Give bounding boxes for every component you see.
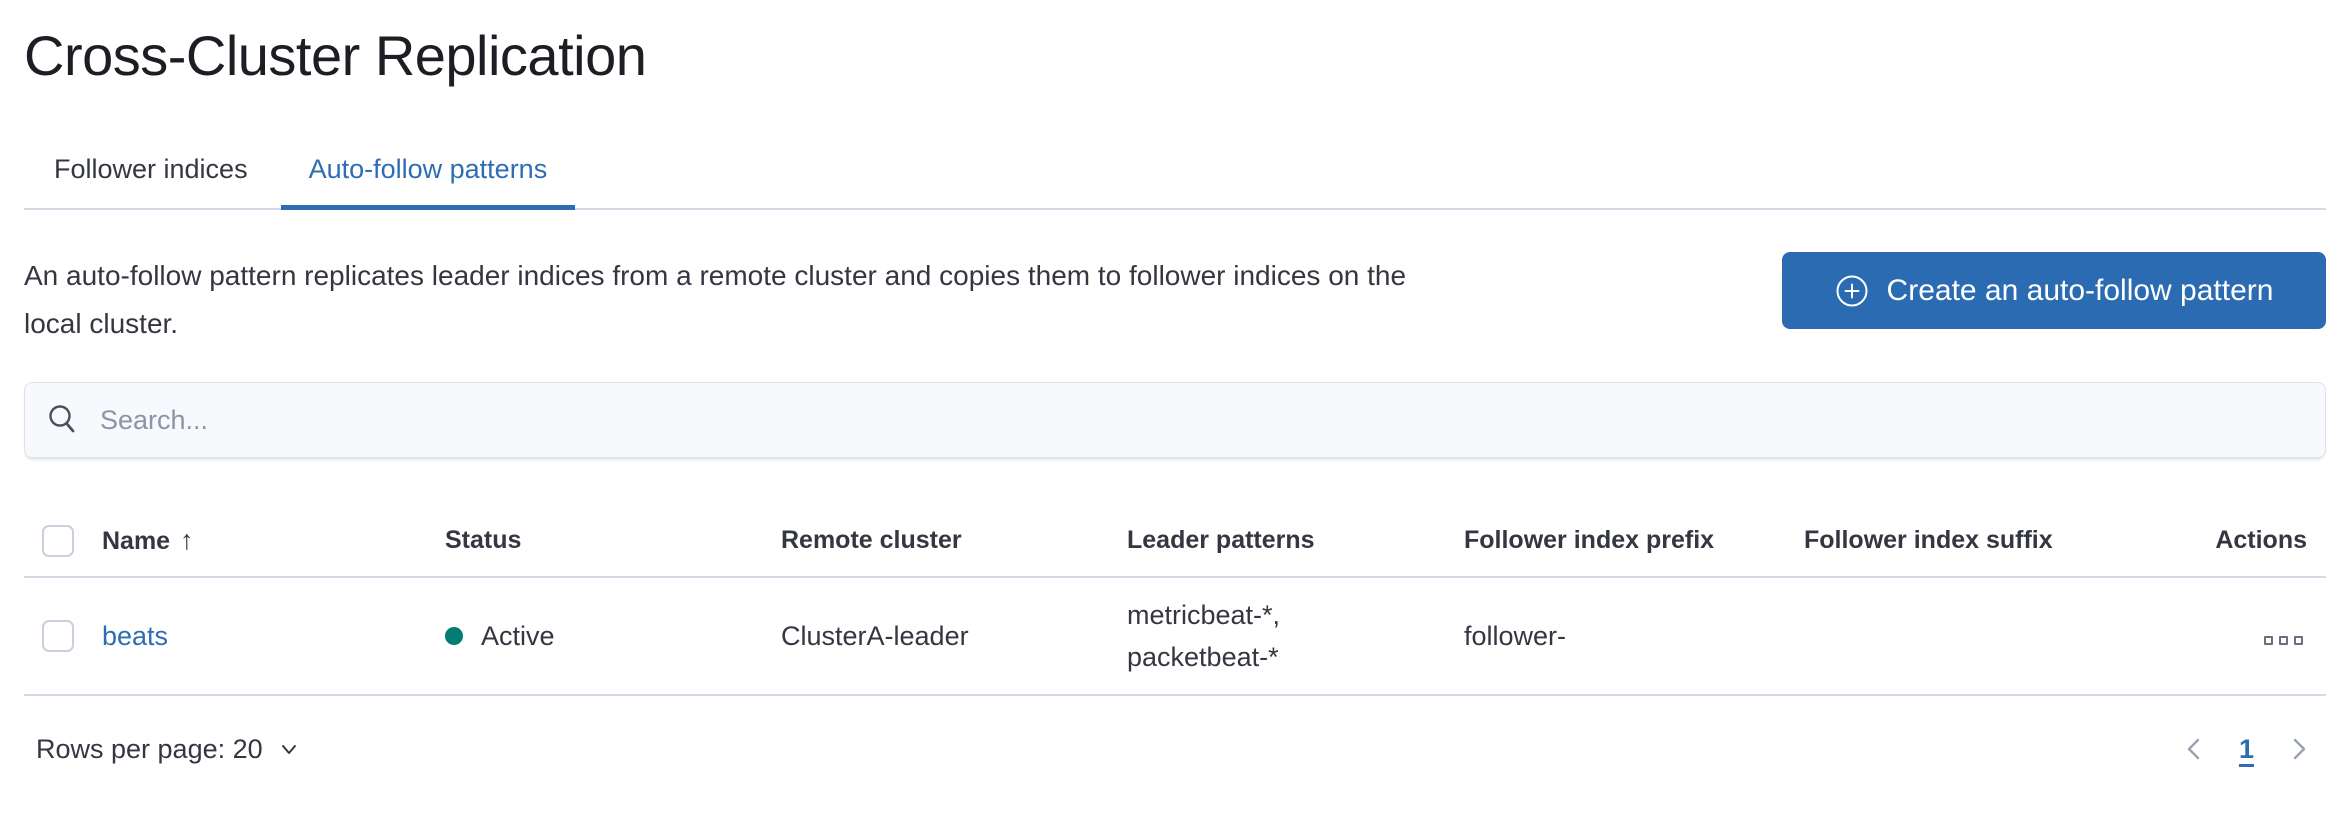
follower-index-prefix-cell: follower- xyxy=(1446,577,1786,696)
auto-follow-patterns-table: Name ↑ Status Remote cluster Leader patte… xyxy=(24,505,2326,696)
pagination-page-1-button[interactable]: 1 xyxy=(2235,734,2258,765)
tab-auto-follow-patterns[interactable]: Auto-follow patterns xyxy=(280,152,576,210)
column-header-status: Status xyxy=(427,505,763,578)
leader-pattern-1: metricbeat-*, xyxy=(1127,600,1281,630)
create-button-label: Create an auto-follow pattern xyxy=(1886,273,2274,307)
select-all-checkbox[interactable] xyxy=(42,524,74,557)
follower-index-suffix-cell xyxy=(1786,577,2126,696)
page-title: Cross-Cluster Replication xyxy=(24,24,647,87)
search-input[interactable] xyxy=(80,382,2326,458)
column-header-leader-patterns: Leader patterns xyxy=(1109,505,1446,578)
description-line-1: An auto-follow pattern replicates leader… xyxy=(24,260,1407,291)
description-text: An auto-follow pattern replicates leader… xyxy=(24,252,1742,348)
pagination: 1 xyxy=(2181,734,2326,765)
status-label: Active xyxy=(481,620,555,651)
status-active-dot-icon xyxy=(445,627,463,645)
pattern-name-link[interactable]: beats xyxy=(102,620,169,651)
boxes-horizontal-icon xyxy=(2294,635,2303,645)
table-row: beats Active ClusterA-leader metricbeat-… xyxy=(24,577,2326,696)
row-actions-menu-button[interactable] xyxy=(2260,632,2307,649)
description-line-2: local cluster. xyxy=(24,308,179,339)
sort-ascending-icon: ↑ xyxy=(180,525,194,555)
search-icon xyxy=(49,405,75,433)
leader-pattern-2: packetbeat-* xyxy=(1127,642,1279,672)
pagination-next-button[interactable] xyxy=(2286,734,2312,764)
rows-per-page-button[interactable]: Rows per page: 20 xyxy=(36,734,301,765)
column-header-follower-index-prefix: Follower index prefix xyxy=(1446,505,1786,578)
leader-patterns-cell: metricbeat-*, packetbeat-* xyxy=(1109,577,1446,696)
chevron-down-icon xyxy=(281,745,296,754)
boxes-horizontal-icon xyxy=(2279,635,2288,645)
status-badge: Active xyxy=(445,621,763,652)
intro-section: An auto-follow pattern replicates leader… xyxy=(24,252,2326,348)
remote-cluster-cell: ClusterA-leader xyxy=(763,577,1109,696)
boxes-horizontal-icon xyxy=(2264,635,2273,645)
column-header-follower-index-suffix: Follower index suffix xyxy=(1786,505,2126,578)
column-header-name-label: Name xyxy=(102,527,171,555)
pagination-previous-button[interactable] xyxy=(2181,734,2207,764)
search-bar xyxy=(24,382,2326,458)
create-auto-follow-pattern-button[interactable]: Create an auto-follow pattern xyxy=(1782,252,2326,329)
chevron-left-icon xyxy=(2187,738,2200,760)
tab-bar: Follower indices Auto-follow patterns xyxy=(24,152,2326,210)
table-header-row: Name ↑ Status Remote cluster Leader patte… xyxy=(24,505,2326,578)
table-footer: Rows per page: 20 1 xyxy=(24,726,2326,772)
column-header-name[interactable]: Name ↑ xyxy=(84,505,427,578)
chevron-right-icon xyxy=(2293,738,2306,760)
plus-in-circle-icon xyxy=(1836,275,1868,306)
row-checkbox[interactable] xyxy=(42,620,74,653)
column-header-remote-cluster: Remote cluster xyxy=(763,505,1109,578)
column-header-actions: Actions xyxy=(2126,505,2326,578)
rows-per-page-label: Rows per page: 20 xyxy=(36,733,263,764)
tab-follower-indices[interactable]: Follower indices xyxy=(54,154,248,184)
